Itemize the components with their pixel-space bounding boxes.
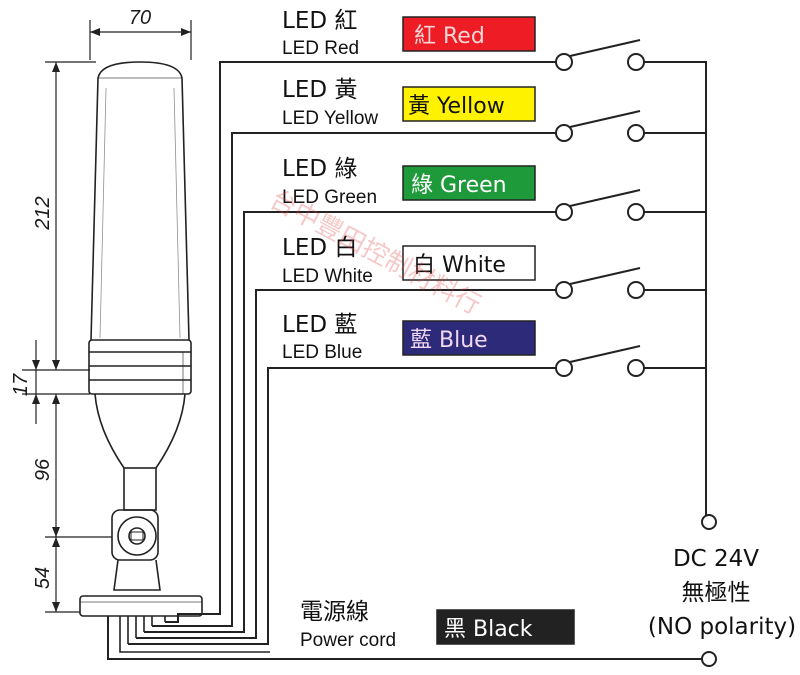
switches: [555, 39, 717, 667]
chip-red-text: 紅 Red: [414, 24, 485, 49]
chip-white-text: 白 White: [413, 253, 506, 278]
label-blue-sub: LED Blue: [282, 342, 362, 363]
supply-label: DC 24V 無極性 (NO polarity): [648, 546, 796, 640]
label-green-sub: LED Green: [282, 187, 377, 208]
supply-polarity-en: (NO polarity): [648, 614, 796, 640]
wire-red: [165, 61, 556, 623]
chip-green: [402, 165, 536, 201]
tower-module: [88, 339, 192, 395]
wire-black: [107, 616, 702, 660]
chip-blue-text: 藍 Blue: [410, 328, 488, 353]
label-power: 電源線 Power cord 黑 Black: [300, 599, 575, 651]
signal-tower: [79, 61, 203, 617]
label-white-main: LED 白: [282, 235, 357, 261]
tower-pole: [123, 467, 157, 511]
wire-white: [136, 289, 556, 639]
chip-yellow-text: 黃 Yellow: [408, 94, 505, 119]
label-yellow-sub: LED Yellow: [282, 108, 378, 129]
supply-polarity-cn: 無極性: [682, 580, 751, 606]
common-bus: [644, 61, 707, 516]
label-power-sub: Power cord: [300, 630, 396, 651]
tower-light-dome: [90, 61, 190, 341]
switch-green: [555, 189, 645, 221]
switch-yellow: [555, 110, 645, 142]
chip-white: [402, 245, 536, 281]
chip-black: [436, 609, 575, 645]
chip-red: [402, 16, 536, 52]
supply-voltage: DC 24V: [673, 546, 759, 572]
switch-blue: [555, 345, 645, 377]
tower-base-plate: [79, 595, 203, 617]
chip-yellow: [402, 86, 536, 122]
chip-blue: [402, 320, 536, 356]
dim-base-label: 54: [32, 567, 54, 589]
label-red: LED 紅 LED Red 紅 Red: [282, 8, 536, 59]
dc-terminal-bottom: [701, 651, 717, 667]
label-white: LED 白 LED White 白 White: [282, 235, 536, 287]
switch-red: [555, 39, 645, 71]
dim-light-label: 212: [32, 196, 54, 230]
label-green-main: LED 綠: [282, 156, 357, 182]
wire-yellow: [152, 132, 556, 627]
tower-base-neck: [113, 559, 161, 591]
dimension-lines: [22, 20, 192, 613]
label-blue: LED 藍 LED Blue 藍 Blue: [282, 312, 536, 363]
wires: [107, 61, 707, 660]
label-yellow-main: LED 黃: [282, 77, 357, 103]
dim-module-label: 17: [10, 373, 32, 396]
dim-pole-label: 96: [32, 458, 54, 481]
tower-joint: [111, 509, 159, 561]
label-red-main: LED 紅: [282, 8, 357, 34]
wire-blue: [128, 367, 556, 645]
label-yellow: LED 黃 LED Yellow 黃 Yellow: [282, 77, 536, 129]
chip-green-text: 綠 Green: [411, 173, 507, 198]
dc-terminal-top: [701, 514, 717, 530]
label-power-main: 電源線: [300, 599, 369, 625]
dim-width-label: 70: [129, 7, 151, 29]
label-red-sub: LED Red: [282, 38, 359, 59]
tower-funnel: [94, 393, 186, 469]
chip-black-text: 黑 Black: [444, 617, 533, 642]
wire-green: [144, 211, 556, 633]
switch-white: [555, 267, 645, 299]
label-blue-main: LED 藍: [282, 312, 357, 338]
label-green: LED 綠 LED Green 綠 Green: [282, 156, 536, 208]
label-white-sub: LED White: [282, 266, 373, 287]
